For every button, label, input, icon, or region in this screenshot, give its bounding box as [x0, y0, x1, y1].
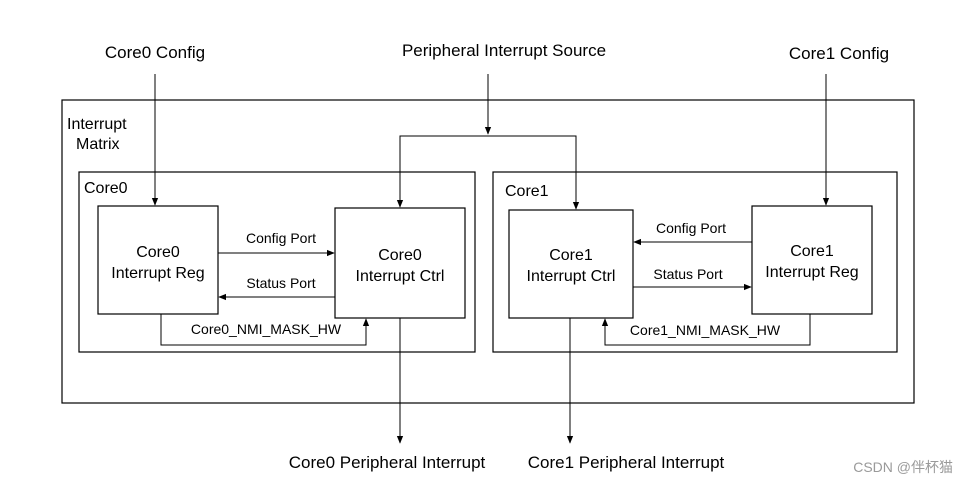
core1-interrupt-ctrl-line2: Interrupt Ctrl — [527, 268, 616, 285]
watermark: CSDN @伴杯猫 — [853, 459, 953, 475]
core0-nmi-mask-line — [160, 314, 370, 346]
core1-interrupt-reg-line1: Core1 — [790, 243, 834, 260]
core1-interrupt-ctrl-box — [508, 209, 634, 319]
core0-nmi-mask-label: Core0_NMI_MASK_HW — [191, 321, 342, 337]
core0-interrupt-reg-line2: Interrupt Reg — [111, 265, 204, 282]
core1-interrupt-reg-box — [751, 205, 873, 315]
core0-status-port-label: Status Port — [246, 275, 315, 291]
core0-config-label: Core0 Config — [105, 43, 205, 62]
core1-config-label: Core1 Config — [789, 44, 889, 63]
core1-config-port-label: Config Port — [656, 220, 726, 236]
core1-container-label: Core1 — [505, 183, 549, 200]
interrupt-matrix-label-line1: Interrupt — [67, 116, 127, 133]
core0-output-label: Core0 Peripheral Interrupt — [289, 453, 486, 472]
core1-output-label: Core1 Peripheral Interrupt — [528, 453, 725, 472]
core0-interrupt-reg-box — [97, 205, 219, 315]
core1-interrupt-ctrl-line1: Core1 — [549, 247, 593, 264]
core0-interrupt-ctrl-line2: Interrupt Ctrl — [356, 268, 445, 285]
core0-interrupt-ctrl-line1: Core0 — [378, 247, 422, 264]
core0-interrupt-reg-line1: Core0 — [136, 244, 180, 261]
core1-nmi-mask-label: Core1_NMI_MASK_HW — [630, 322, 781, 338]
core1-nmi-mask-line — [601, 314, 811, 346]
peripheral-source-label: Peripheral Interrupt Source — [402, 41, 606, 60]
core0-container-label: Core0 — [84, 180, 128, 197]
core0-interrupt-ctrl-box — [334, 207, 466, 319]
core1-status-port-label: Status Port — [653, 266, 722, 282]
interrupt-matrix-label-line2: Matrix — [76, 136, 120, 153]
core1-interrupt-reg-line2: Interrupt Reg — [765, 264, 858, 281]
core0-config-port-label: Config Port — [246, 230, 316, 246]
